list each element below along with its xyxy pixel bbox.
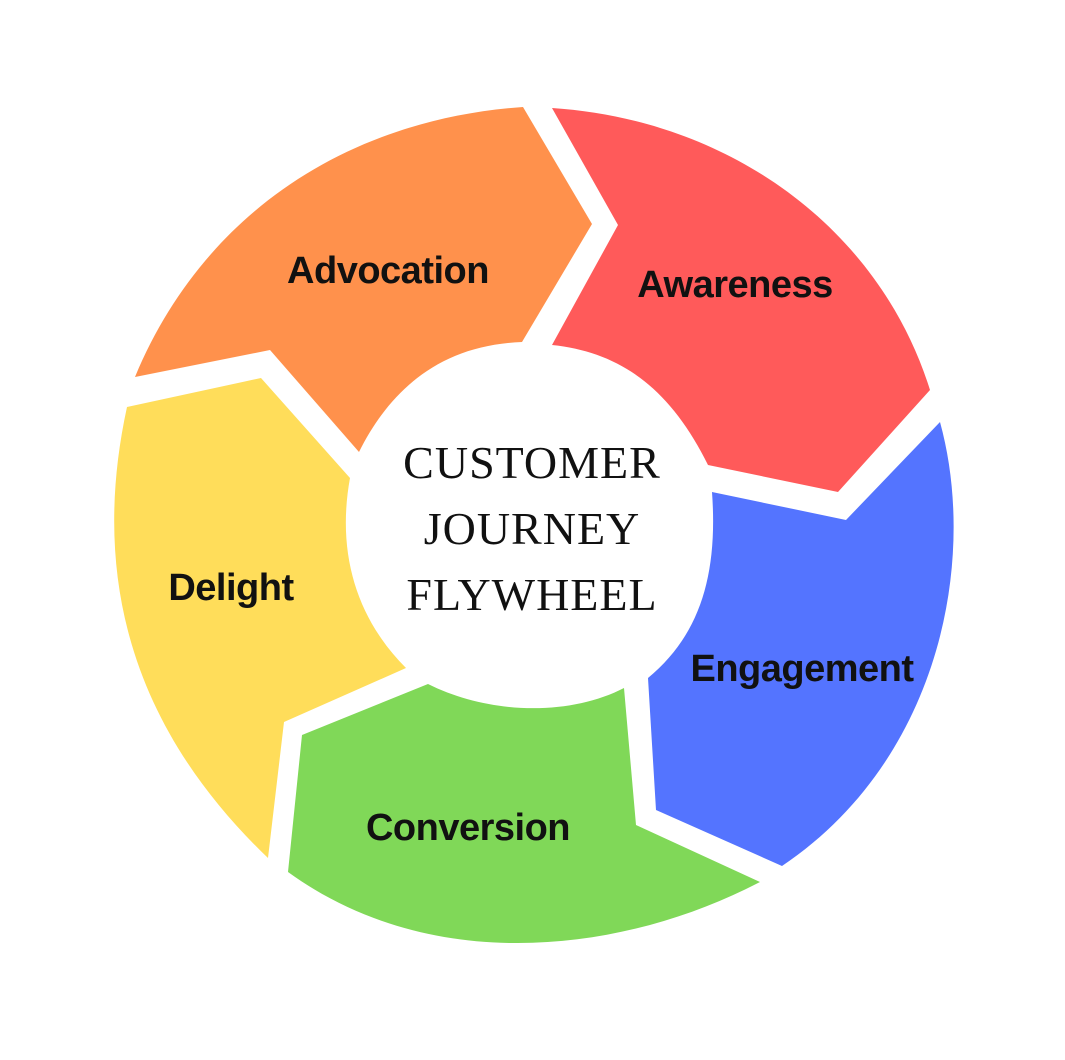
segment-engagement <box>648 422 954 866</box>
segment-awareness <box>552 108 930 492</box>
segment-label-conversion: Conversion <box>366 807 570 849</box>
segment-conversion <box>288 684 760 944</box>
segment-advocation <box>135 107 592 452</box>
center-title-line-3: FLYWHEEL <box>406 569 657 620</box>
center-title-line-2: JOURNEY <box>424 503 641 554</box>
segment-label-awareness: Awareness <box>637 264 832 306</box>
center-title-line-1: CUSTOMER <box>403 437 661 488</box>
segment-label-advocation: Advocation <box>287 250 489 292</box>
segment-label-delight: Delight <box>168 567 294 609</box>
segment-delight <box>114 378 407 858</box>
segment-label-engagement: Engagement <box>690 648 914 690</box>
